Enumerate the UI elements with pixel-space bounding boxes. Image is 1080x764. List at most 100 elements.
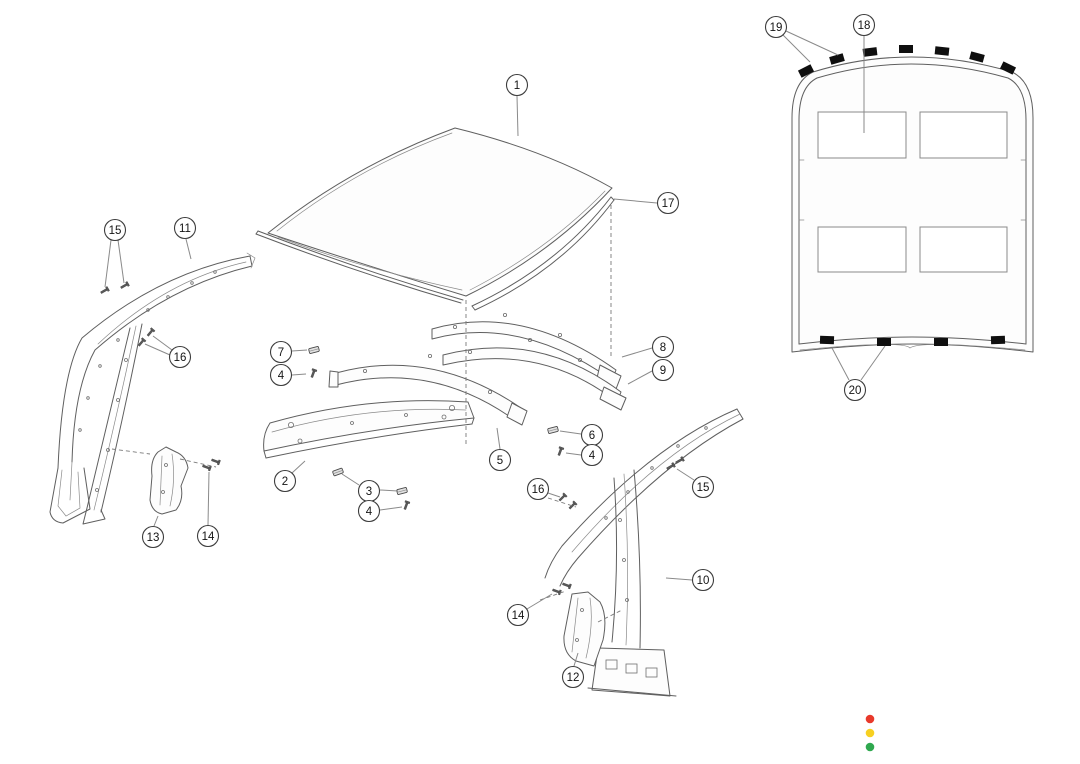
inner-pillar-bracket-left [149,446,189,515]
dashed-guide-line [597,609,623,623]
screw [202,464,212,472]
status-dot-red [865,714,875,724]
leader-line-13 [153,515,159,527]
status-dot-yellow [865,728,875,738]
callout-label: 16 [532,484,545,496]
leader-line-19 [782,34,811,63]
adhesive-tape-strip [899,45,913,53]
tape-strips [797,45,1017,346]
bolt [310,368,318,378]
callout-14: 14 [506,603,530,627]
screw [211,458,221,466]
screw [562,582,572,590]
retainer-clips [308,346,559,495]
roof-bow-center [328,353,528,426]
callout-4: 4 [580,443,604,467]
callout-label: 17 [662,198,675,210]
callout-label: 4 [366,506,373,518]
callout-12: 12 [561,665,585,689]
bolt [403,500,411,510]
bolt [557,446,565,456]
status-dot-green [865,742,875,752]
callout-8: 8 [651,335,675,359]
leader-line-4 [565,452,582,456]
callout-label: 14 [202,531,215,543]
callout-label: 13 [147,532,160,544]
dashed-guide-line [539,590,567,601]
body-side-frame-left [49,252,256,525]
callout-label: 12 [567,672,580,684]
headliner-cutout [817,111,907,159]
leader-line-15 [104,239,112,288]
callout-1: 1 [505,73,529,97]
dashed-guide-line [111,448,151,455]
leader-line-15 [676,468,695,481]
callout-10: 10 [691,568,715,592]
screw [146,327,156,337]
callout-15: 15 [691,475,715,499]
adhesive-tape-strip [999,61,1017,75]
adhesive-tape-strip [990,335,1006,345]
callout-20: 20 [843,378,867,402]
leader-line-1 [516,95,519,137]
leader-line-12 [573,652,579,667]
callout-label: 14 [512,610,525,622]
callout-14: 14 [196,524,220,548]
leader-line-14 [526,593,553,610]
callout-label: 9 [660,365,666,377]
screw [568,500,578,510]
callout-label: 19 [770,22,783,34]
callout-13: 13 [141,525,165,549]
callout-7: 7 [269,340,293,364]
callout-18: 18 [852,13,876,37]
roof-bow-rear-lower [442,337,627,411]
leader-line-4 [291,373,307,376]
leader-line-8 [621,347,653,358]
leader-line-16 [152,335,173,351]
callout-label: 5 [497,455,503,467]
adhesive-tape-strip [797,64,815,78]
callout-label: 10 [697,575,710,587]
screw [666,462,676,470]
adhesive-tape-strip [934,46,950,56]
leader-line-6 [559,430,582,435]
roof-moulding [471,196,615,311]
dashed-guide-lines [111,205,623,623]
roof-bow-rear-upper [431,312,622,390]
callout-19: 19 [764,15,788,39]
callout-9: 9 [651,358,675,382]
callout-label: 3 [366,486,372,498]
callout-label: 1 [514,80,520,92]
leader-line-2 [291,460,306,474]
clip-3b [396,487,408,495]
callout-3: 3 [357,479,381,503]
adhesive-tape-strip [969,51,985,63]
leader-line-4 [379,506,403,511]
callout-4: 4 [357,499,381,523]
callout-label: 2 [282,476,288,488]
leader-line-3 [341,473,360,486]
roof-panel [267,127,613,297]
headliner-cutout [817,226,907,273]
headliner-panel [791,56,1034,353]
leader-line-16 [547,492,561,498]
adhesive-tape-strip [934,338,948,346]
callout-11: 11 [173,216,197,240]
leader-line-5 [496,427,501,450]
leader-line-14 [207,471,210,526]
screw [558,492,568,502]
clip-6 [547,426,559,434]
callout-label: 4 [589,450,596,462]
dashed-guide-line [547,497,577,508]
leader-line-16 [144,343,171,356]
headliner-cutout [919,111,1008,159]
callout-label: 16 [174,352,187,364]
screw [675,456,685,464]
inner-pillar-bracket-right [563,591,606,667]
leader-line-10 [665,577,693,581]
adhesive-tape-strip [819,335,835,345]
callout-16: 16 [526,477,550,501]
front-drip-moulding [255,230,464,304]
callout-4: 4 [269,363,293,387]
